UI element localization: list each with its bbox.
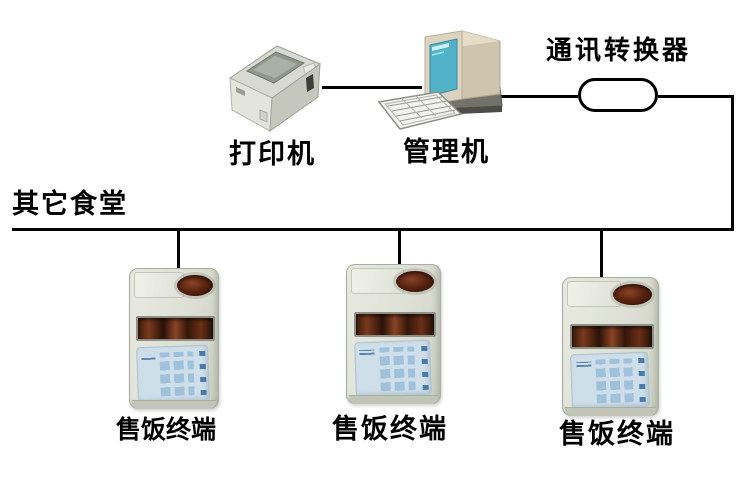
pos-terminal-icon [129,268,219,409]
terminal-label: 售饭终端 [559,419,675,450]
terminal-top-flap [566,281,622,307]
cable-right-vertical [731,95,734,231]
manager-label: 管理机 [403,137,490,168]
terminal-base [564,406,657,416]
led-display [353,311,437,337]
cable-main-bus [12,228,734,231]
terminal-label: 售饭终端 [116,415,217,444]
pos-terminal-icon [346,264,441,404]
keypad-brand-mark [141,354,156,360]
cable-converter-to-corner [658,95,734,98]
converter-node [578,78,658,112]
keypad [136,344,211,403]
keypad-function-keys [420,345,429,390]
other-canteens-label: 其它食堂 [12,189,128,220]
keypad-function-keys [638,357,646,402]
converter-label: 通讯转换器 [546,36,692,66]
keypad-keys [159,351,196,397]
keypad-keys [595,358,633,404]
cable-drop-terminal-2 [398,231,401,266]
keypad [353,339,432,398]
keypad [569,352,650,410]
keypad-function-keys [199,349,207,395]
cable-computer-to-converter [498,95,578,98]
terminal-top-flap [133,272,185,299]
terminal-base [131,399,217,409]
terminal-base [348,394,439,404]
cable-drop-terminal-1 [177,231,180,269]
card-reader-slot-icon [613,283,653,305]
led-display [569,324,655,350]
printer-icon [220,34,328,136]
keypad-keys [378,346,416,392]
pos-terminal-icon [562,277,659,416]
printer-label: 打印机 [229,139,316,170]
keypad-brand-mark [575,362,591,368]
cable-printer-to-computer [322,86,422,89]
led-display [136,315,215,342]
keypad-brand-mark [359,350,375,355]
card-reader-slot-icon [176,275,213,297]
terminal-label: 售饭终端 [332,414,448,445]
computer-icon [377,22,508,137]
cable-drop-terminal-3 [600,231,603,278]
card-reader-slot-icon [396,271,435,292]
